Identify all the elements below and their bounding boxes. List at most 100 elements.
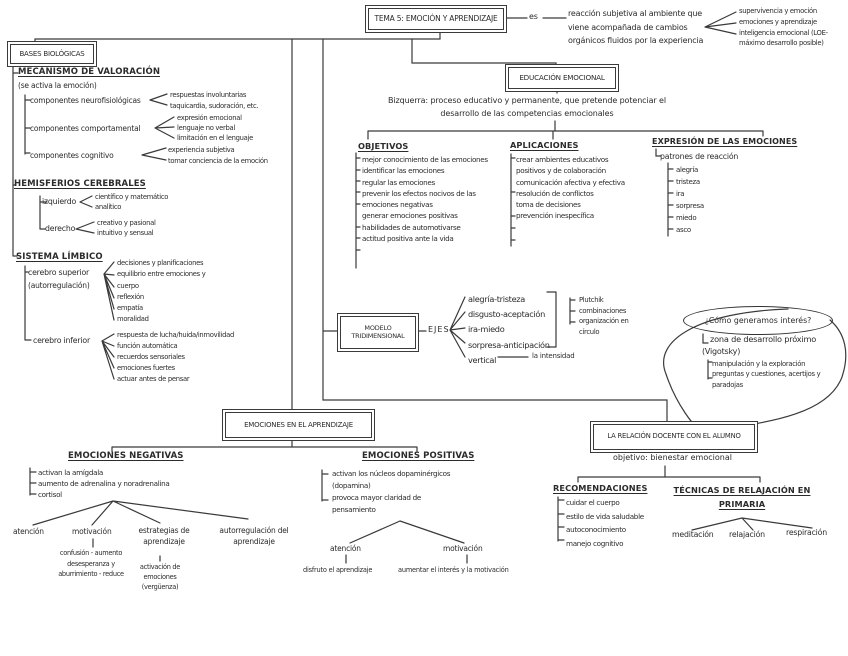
hemisferio-izquierdo-label: izquierdo — [42, 197, 77, 206]
efecto-item: activan la amígdala — [38, 468, 103, 477]
emocion-item: alegría — [676, 166, 698, 174]
aplicacion-item: comunicación afectiva y efectiva — [516, 177, 625, 187]
plutchik-item: combinaciones — [579, 306, 627, 315]
objetivo-item: habilidades de automotivarse — [362, 222, 461, 232]
componente-item: limitación en el lenguaje — [177, 134, 253, 142]
eje-item: alegría-tristeza — [468, 294, 526, 304]
interes-item: preguntas y cuestiones, acertijos y para… — [712, 370, 821, 389]
motivacion-detalle: confusión - aumento desesperanza y aburr… — [58, 549, 124, 578]
negativas-header: EMOCIONES NEGATIVAS — [68, 451, 184, 461]
emocion-item: ira — [676, 190, 685, 198]
efecto-item: provoca mayor claridad de pensamiento — [332, 493, 421, 514]
recomendacion-item: cuidar el cuerpo — [566, 498, 620, 507]
limbico-item: empatía — [117, 304, 143, 313]
root-aspect-item: supervivencia y emoción — [739, 7, 817, 15]
negativas-rama-motivacion: motivación — [72, 527, 112, 536]
hemisferio-derecho-items: creativo y pasional intuitivo y sensual — [97, 218, 156, 238]
aplicacion-item: resolución de conflictos — [516, 188, 594, 198]
cerebro-inferior-label: cerebro inferior — [33, 336, 90, 345]
recomendaciones-header: RECOMENDACIONES — [553, 483, 648, 493]
componente-item: tomar conciencia de la emoción — [168, 157, 268, 165]
cerebro-superior-items: decisiones y planificaciones equilibrio e… — [117, 258, 229, 326]
cerebro-superior-label: cerebro superior — [28, 268, 90, 277]
root-connector-label: es — [529, 12, 538, 21]
positivas-efectos: activan los núcleos dopaminérgicos (dopa… — [332, 468, 466, 516]
estrategias-detalle: activación de emociones (vergüenza) — [139, 563, 181, 591]
aplicacion-item: crear ambientes educativos positivos y d… — [516, 155, 609, 176]
hemisferio-derecho-label: derecho — [45, 224, 76, 233]
objetivo-item: mejor conocimiento de las emociones — [362, 155, 488, 164]
positivas-rama-atencion: atención — [330, 544, 361, 553]
componente-neurofisiologico-items: respuestas involuntarias taquicardia, sud… — [170, 90, 259, 111]
relacion-docente-box: LA RELACIÓN DOCENTE CON EL ALUMNO — [593, 424, 755, 450]
componente-item: lenguaje no verbal — [177, 124, 235, 132]
negativas-rama-atencion: atención — [13, 527, 44, 536]
bases-biologicas-box: BASES BIOLÓGICAS — [10, 44, 94, 64]
efecto-item: aumento de adrenalina y noradrenalina — [38, 479, 170, 488]
cerebro-superior-note: (autorregulación) — [28, 281, 90, 290]
root-title-box: TEMA 5: EMOCIÓN Y APRENDIZAJE — [368, 8, 504, 30]
objetivo-item: actitud positiva ante la vida — [362, 234, 454, 244]
intensidad-note: la intensidad — [532, 352, 575, 360]
componente-item: taquicardia, sudoración, etc. — [170, 101, 259, 110]
componente-comportamental-label: componentes comportamental — [30, 124, 141, 133]
componente-cognitivo-label: componentes cognitivo — [30, 151, 114, 160]
ejes-label: EJES — [428, 325, 450, 334]
componente-neurofisiologico-label: componentes neurofisiológicas — [30, 96, 141, 105]
interes-bubble: ¿Cómo generamos interés? — [683, 306, 833, 335]
eje-item: vertical — [468, 354, 497, 365]
vigotsky-label: (Vigotsky) — [702, 347, 741, 356]
mecanismo-note: (se activa la emoción) — [18, 81, 97, 90]
positivas-header: EMOCIONES POSITIVAS — [362, 451, 475, 461]
modelo-title: MODELO TRIDIMENSIONAL — [351, 324, 405, 340]
componente-item: experiencia subjetiva — [168, 146, 235, 154]
expresion-subtitle: patrones de reacción — [660, 152, 739, 161]
aplicaciones-list: crear ambientes educativos positivos y d… — [516, 154, 634, 222]
plutchik-list: Plutchik combinaciones organización en cír… — [579, 295, 643, 338]
hemisferio-item: creativo y pasional — [97, 219, 156, 227]
modelo-tridimensional-box: MODELO TRIDIMENSIONAL — [340, 316, 416, 349]
atencion-detalle: disfruto el aprendizaje — [303, 566, 373, 574]
plutchik-item: Plutchik — [579, 296, 604, 304]
emociones-aprendizaje-box: EMOCIONES EN EL APRENDIZAJE — [225, 412, 372, 438]
recomendacion-item: manejo cognitivo — [566, 538, 624, 548]
tecnica-respiracion: respiración — [786, 528, 827, 537]
emocion-item: tristeza — [676, 178, 700, 186]
aplicacion-item: toma de decisiones — [516, 200, 581, 210]
sistema-limbico-header: SISTEMA LÍMBICO — [16, 252, 103, 262]
interes-item: manipulación y la exploración — [712, 360, 806, 368]
educacion-definition: Bizquerra: proceso educativo y permanent… — [387, 96, 666, 118]
motivacion-positiva-detalle: aumentar el interés y la motivación — [398, 566, 509, 574]
tecnica-meditacion: meditación — [672, 530, 714, 539]
limbico-item: función automática — [117, 342, 178, 350]
negativas-rama-estrategias: estrategias de aprendizaje — [138, 526, 190, 546]
efecto-item: activan los núcleos dopaminérgicos (dopa… — [332, 469, 451, 490]
negativas-rama-autorregulacion: autorregulación del aprendizaje — [219, 526, 289, 546]
limbico-item: moralidad — [117, 315, 149, 324]
limbico-item: equilibrio entre emociones y cuerpo — [117, 270, 206, 290]
emocion-item: miedo — [676, 214, 697, 222]
recomendacion-item: autoconocimiento — [566, 525, 626, 535]
eje-item: ira-miedo — [468, 324, 505, 335]
emocion-item: sorpresa — [676, 202, 704, 210]
limbico-item: decisiones y planificaciones — [117, 259, 204, 267]
educacion-emocional-box: EDUCACIÓN EMOCIONAL — [508, 67, 616, 89]
limbico-item: emociones fuertes — [117, 364, 175, 372]
root-aspect-item: inteligencia emocional (LOE- máximo desa… — [739, 28, 828, 48]
root-definition: reacción subjetiva al ambiente que viene… — [568, 9, 704, 45]
positivas-rama-motivacion: motivación — [443, 544, 483, 553]
efecto-item: cortisol — [38, 490, 62, 499]
plutchik-item: organización en círculo — [579, 317, 629, 337]
hemisferio-item: intuitivo y sensual — [97, 229, 154, 237]
mecanismo-header: MECANISMO DE VALORACIÓN — [18, 67, 161, 77]
aplicaciones-header: APLICACIONES — [510, 140, 579, 150]
hemisferio-item: analítico — [95, 203, 122, 211]
componente-item: respuestas involuntarias — [170, 91, 247, 99]
componente-cognitivo-items: experiencia subjetiva tomar conciencia de… — [168, 145, 268, 167]
